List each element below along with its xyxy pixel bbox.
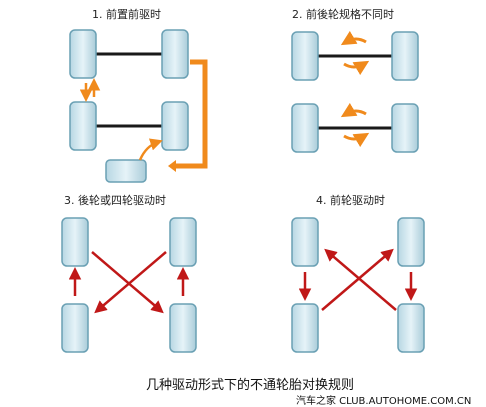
panel-4-diagram <box>291 217 425 353</box>
swap-arrow <box>343 60 370 76</box>
arrow-right-path <box>172 59 208 169</box>
diagram-caption: 几种驱动形式下的不通轮胎对换规则 <box>146 378 355 393</box>
panel-1-title: 1. 前置前驱时 <box>92 8 161 21</box>
watermark: 汽车之家 CLUB.AUTOHOME.COM.CN <box>296 396 472 407</box>
arrow-diagonal <box>91 251 164 314</box>
arrow-diagonal <box>324 248 397 311</box>
tire <box>291 103 319 153</box>
spare-tire <box>105 159 147 183</box>
panel-2-title: 2. 前後轮规格不同时 <box>292 8 394 21</box>
panel-3-diagram <box>61 217 197 353</box>
arrow-curve <box>138 138 163 161</box>
arrow-diagonal <box>94 251 167 314</box>
tire <box>169 303 197 353</box>
panel-3-title: 3. 後轮或四轮驱动时 <box>64 194 166 207</box>
swap-arrow <box>343 132 370 148</box>
panel-4-title: 4. 前轮驱动时 <box>316 194 385 207</box>
tire-rear-right <box>161 101 189 151</box>
swap-arrow <box>340 102 367 118</box>
tire <box>391 31 419 81</box>
tire-front-right <box>161 29 189 79</box>
arrow-head <box>168 160 176 172</box>
tire <box>291 31 319 81</box>
tire-rear-left <box>69 101 97 151</box>
tire <box>61 303 89 353</box>
tire <box>291 303 319 353</box>
tire <box>397 217 425 267</box>
tire <box>291 217 319 267</box>
panel-1-diagram <box>69 29 208 183</box>
arrow-diagonal <box>321 248 394 311</box>
tire-front-left <box>69 29 97 79</box>
tire <box>391 103 419 153</box>
swap-arrow <box>340 30 367 46</box>
tire <box>397 303 425 353</box>
panel-2-diagram <box>291 30 419 153</box>
tire <box>61 217 89 267</box>
tire <box>169 217 197 267</box>
